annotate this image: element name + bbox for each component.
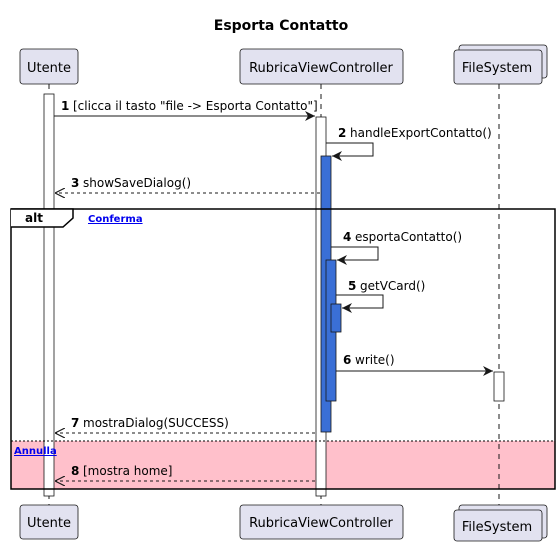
message-7-text: mostraDialog(SUCCESS) (83, 416, 229, 430)
guard-annulla-link[interactable]: Annulla (14, 446, 57, 457)
message-4-arrow (331, 246, 379, 265)
message-1-text: [clicca il tasto "file -> Esporta Contat… (73, 99, 318, 113)
alt-fragment-label: alt (25, 211, 43, 225)
activation-controller-getvcard (330, 303, 342, 333)
message-2-text: handleExportContatto() (350, 126, 492, 140)
message-3: 3 showSaveDialog() (55, 176, 320, 193)
message-5-number: 5 (348, 279, 356, 293)
message-3-number: 3 (71, 176, 79, 190)
alt-fragment-tab (11, 208, 74, 228)
participant-filesystem-label: FileSystem (462, 61, 532, 76)
participant-utente-label-bottom: Utente (27, 516, 71, 531)
participant-utente-label: Utente (27, 61, 71, 76)
participant-filesystem-bottom[interactable]: FileSystem (453, 504, 548, 542)
message-6: 6 write() (336, 353, 493, 376)
message-8-number: 8 (71, 464, 79, 478)
message-8: 8 [mostra home] (55, 464, 315, 481)
message-2: 2 handleExportContatto() (326, 126, 492, 161)
diagram-title: Esporta Contatto (214, 18, 349, 34)
message-1: 1 [clicca il tasto "file -> Esporta Cont… (54, 99, 318, 121)
participant-utente-top[interactable]: Utente (19, 48, 79, 85)
guard-conferma-link[interactable]: Conferma (88, 214, 143, 225)
message-2-arrow (326, 142, 374, 161)
participant-controller-bottom[interactable]: RubricaViewController (239, 504, 404, 540)
alt-fragment-frame (10, 208, 556, 490)
participant-controller-label: RubricaViewController (249, 61, 393, 76)
message-1-number: 1 (61, 99, 69, 113)
participant-controller-label-bottom: RubricaViewController (249, 516, 393, 531)
participant-filesystem-top[interactable]: FileSystem (453, 44, 548, 85)
message-4-number: 4 (343, 230, 351, 244)
activation-filesystem (493, 371, 505, 402)
participant-filesystem-label-bottom: FileSystem (462, 520, 532, 535)
participant-controller-top[interactable]: RubricaViewController (239, 48, 404, 85)
activation-utente (43, 93, 55, 497)
message-4-text: esportaContatto() (355, 230, 462, 244)
message-5-text: getVCard() (360, 279, 425, 293)
message-3-text: showSaveDialog() (83, 176, 191, 190)
participant-utente-bottom[interactable]: Utente (19, 504, 79, 540)
message-7: 7 mostraDialog(SUCCESS) (55, 416, 315, 433)
message-5: 5 getVCard() (336, 279, 425, 313)
message-5-arrow (336, 294, 384, 313)
message-8-text: [mostra home] (83, 464, 172, 478)
message-7-number: 7 (71, 416, 79, 430)
message-6-number: 6 (343, 353, 351, 367)
message-2-number: 2 (338, 126, 346, 140)
message-6-text: write() (355, 353, 395, 367)
message-4: 4 esportaContatto() (331, 230, 462, 265)
